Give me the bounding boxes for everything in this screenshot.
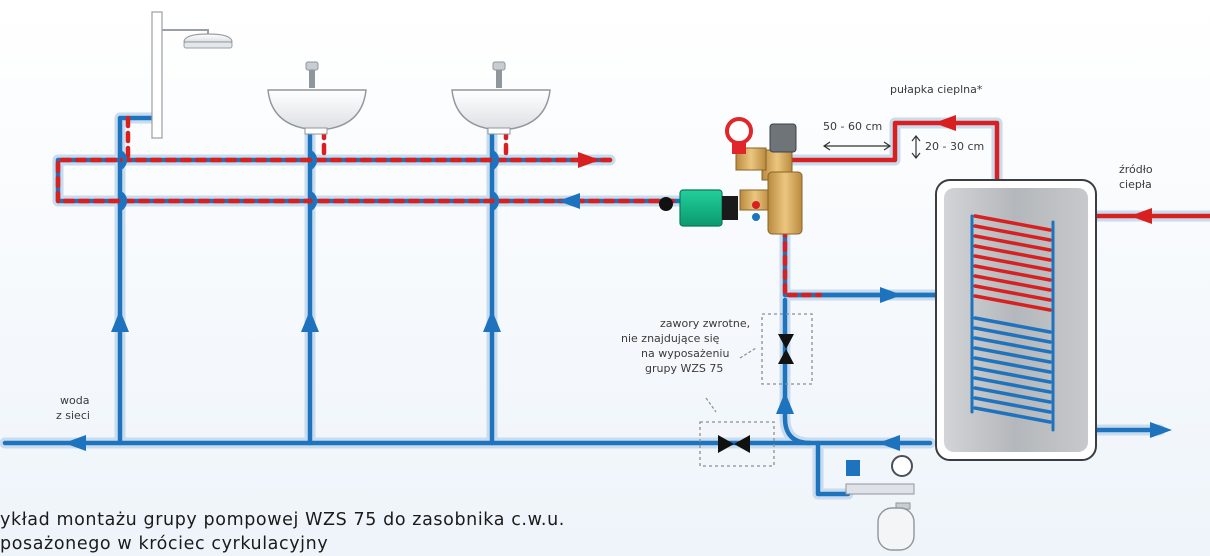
- mixing-valve: [725, 117, 803, 235]
- callout-pointers: [705, 347, 757, 413]
- flow-arrows: [64, 115, 1172, 451]
- tank-heating-coil: [970, 214, 1055, 432]
- pipe-crossovers: [118, 150, 500, 211]
- mains-water-label-2: z sieci: [56, 409, 90, 422]
- caption-line-1: ykład montażu grupy pompowej WZS 75 do z…: [0, 510, 565, 530]
- check-valve-box-lower: [699, 421, 775, 467]
- heat-source-label-2: ciepła: [1119, 178, 1152, 191]
- figure-caption: ykład montażu grupy pompowej WZS 75 do z…: [0, 508, 748, 556]
- shower-head: [151, 11, 233, 139]
- washbasin-1: [267, 61, 367, 135]
- dimension-markers: [822, 135, 921, 159]
- horizontal-distance-label: 50 - 60 cm: [823, 120, 882, 133]
- check-valves-note-2: nie znajdujące się: [621, 332, 720, 345]
- heat-trap-label: pułapka cieplna*: [890, 83, 983, 96]
- check-valves-note-3: na wyposażeniu: [641, 347, 729, 360]
- heat-source-label-1: źródło: [1119, 163, 1153, 176]
- check-valve-box-upper: [761, 313, 813, 385]
- washbasin-2: [451, 61, 551, 135]
- check-valves-note-1: zawory zwrotne,: [660, 317, 750, 330]
- expansion-vessel: [845, 455, 915, 551]
- caption-line-2: posażonego w króciec cyrkulacyjny: [0, 534, 329, 554]
- circulation-pump: [659, 189, 738, 227]
- vertical-distance-label: 20 - 30 cm: [925, 140, 984, 153]
- check-valves-note-4: grupy WZS 75: [645, 362, 723, 375]
- mains-water-label-1: woda: [60, 394, 89, 407]
